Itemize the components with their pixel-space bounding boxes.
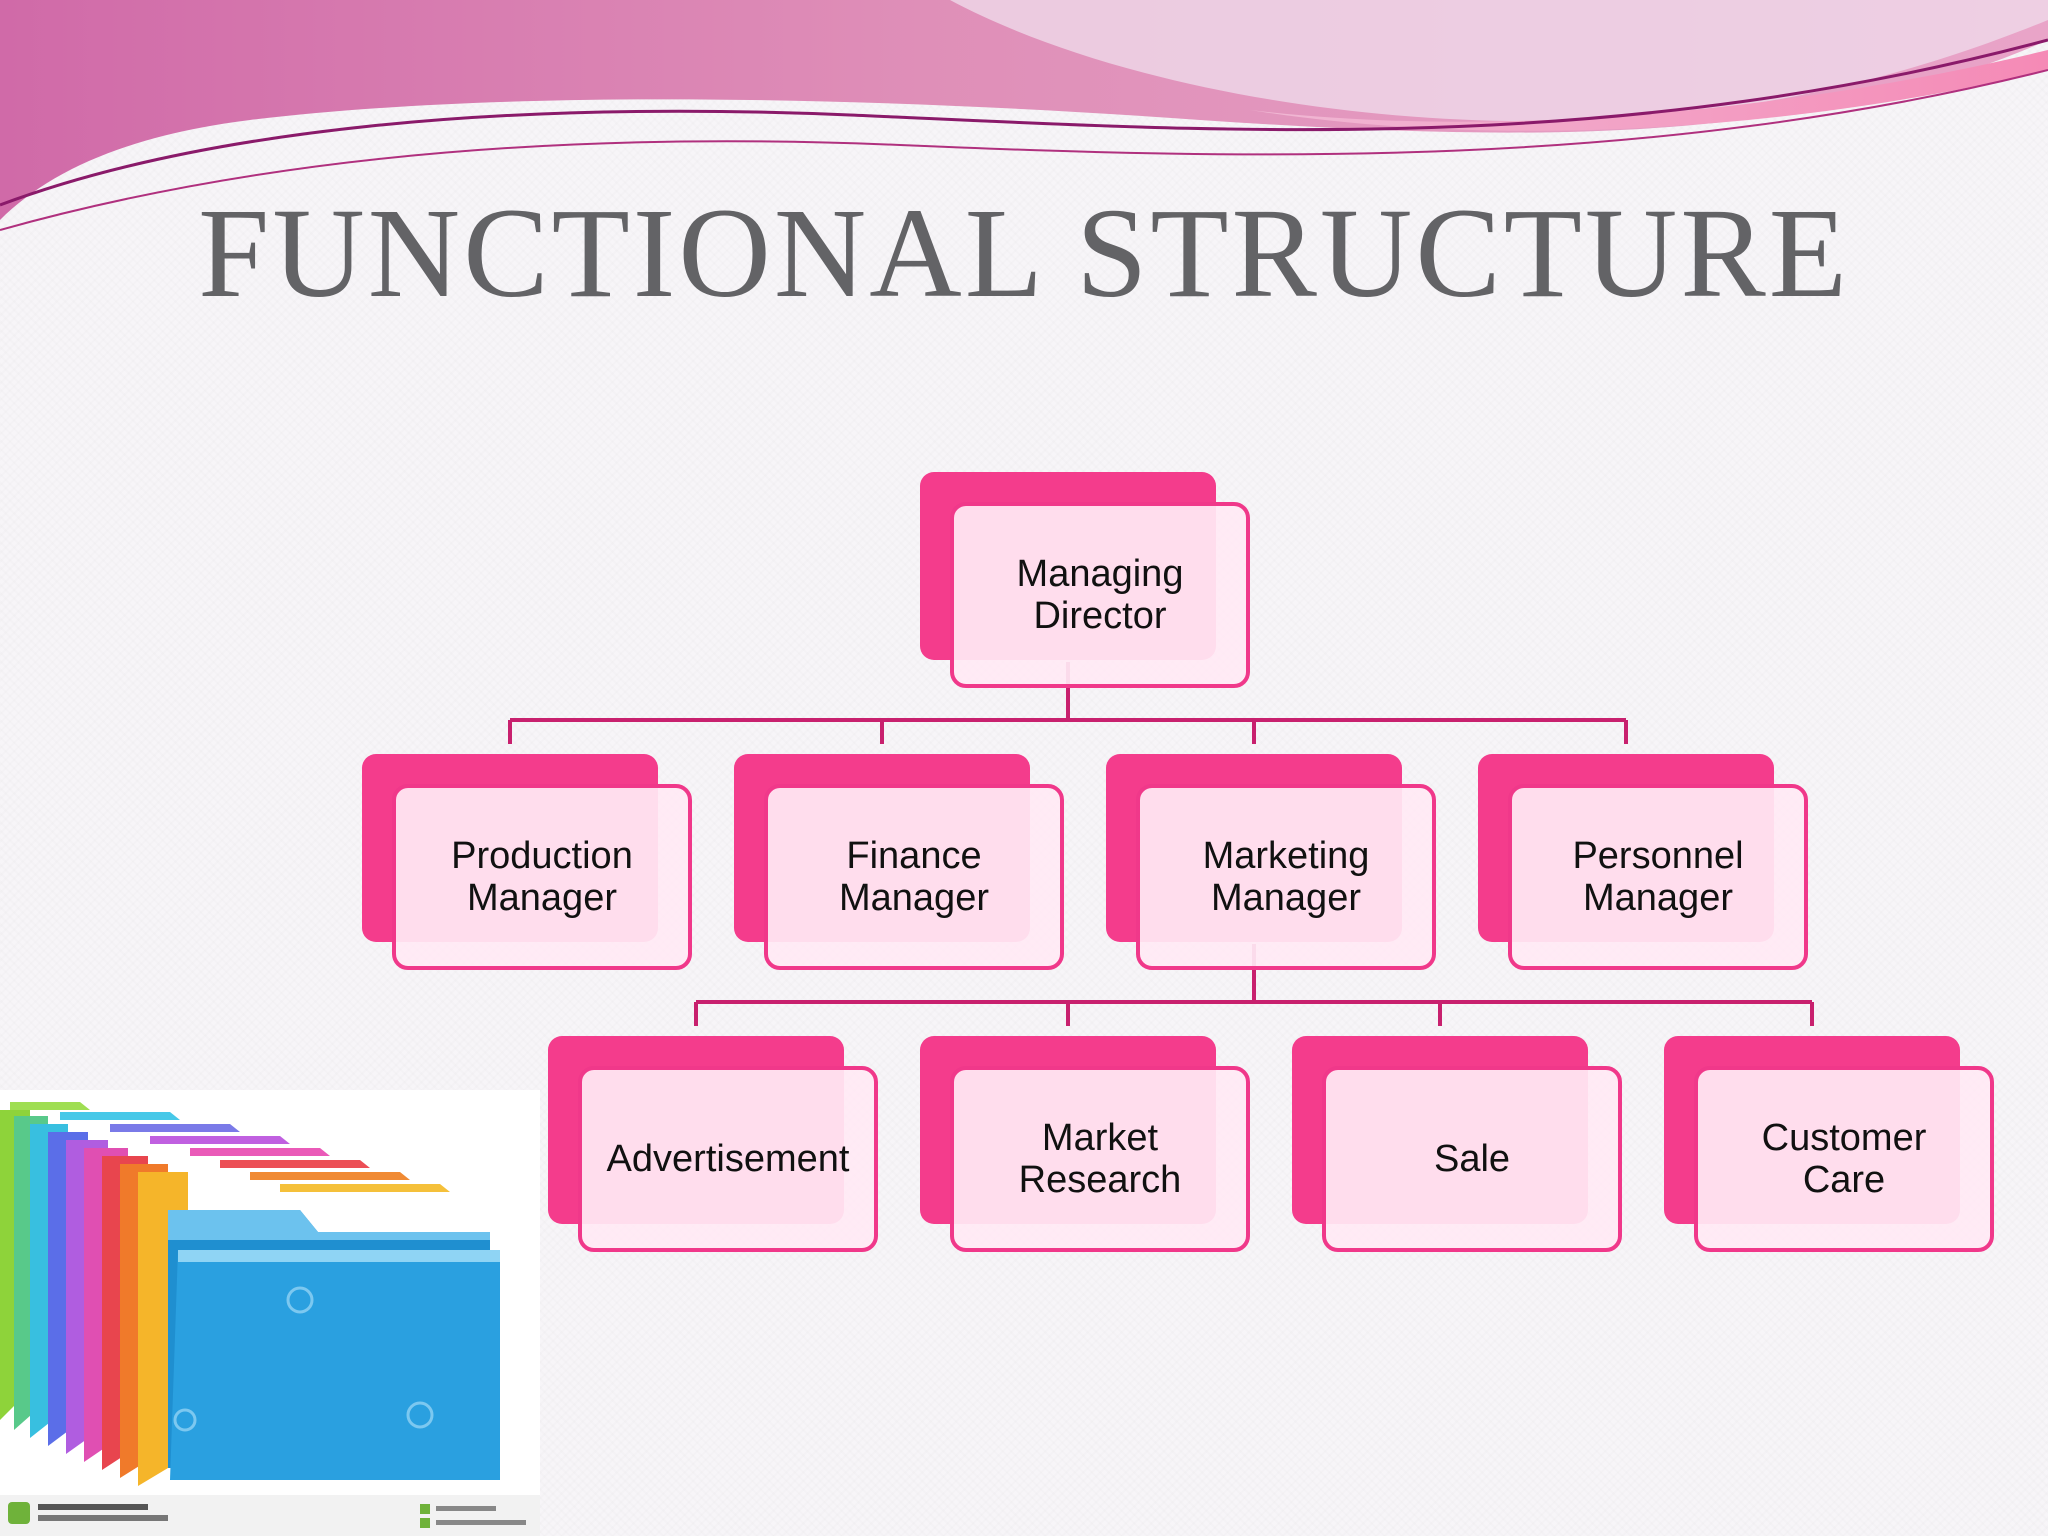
org-node-label: Personnel Manager bbox=[1572, 835, 1744, 919]
org-node-box: Customer Care bbox=[1694, 1066, 1994, 1252]
org-node-box: Sale bbox=[1322, 1066, 1622, 1252]
org-node-box: Personnel Manager bbox=[1508, 784, 1808, 970]
org-node-label: Advertisement bbox=[606, 1138, 850, 1180]
org-node-box: Advertisement bbox=[578, 1066, 878, 1252]
org-node-production-manager: Production Manager bbox=[362, 754, 698, 974]
org-node-sale: Sale bbox=[1292, 1036, 1628, 1256]
org-node-box: Marketing Manager bbox=[1136, 784, 1436, 970]
org-node-label: Marketing Manager bbox=[1202, 835, 1370, 919]
org-node-box: Production Manager bbox=[392, 784, 692, 970]
org-node-finance-manager: Finance Manager bbox=[734, 754, 1070, 974]
org-node-box: Market Research bbox=[950, 1066, 1250, 1252]
org-node-label: Finance Manager bbox=[839, 835, 989, 919]
org-node-label: Sale bbox=[1433, 1138, 1511, 1180]
slide-title: FUNCTIONAL STRUCTURE bbox=[198, 182, 1850, 324]
org-node-label: Production Manager bbox=[451, 835, 633, 919]
org-node-box: Finance Manager bbox=[764, 784, 1064, 970]
org-node-advertisement: Advertisement bbox=[548, 1036, 884, 1256]
header-wave-decoration bbox=[0, 0, 2048, 231]
org-node-customer-care: Customer Care bbox=[1664, 1036, 2000, 1256]
org-node-market-research: Market Research bbox=[920, 1036, 1256, 1256]
org-node-label: Managing Director bbox=[1016, 553, 1184, 637]
org-node-label: Market Research bbox=[1018, 1117, 1182, 1201]
folders-icon bbox=[0, 1090, 540, 1536]
org-node-box: Managing Director bbox=[950, 502, 1250, 688]
org-node-label: Customer Care bbox=[1761, 1117, 1927, 1201]
org-node-marketing-manager: Marketing Manager bbox=[1106, 754, 1442, 974]
org-node-personnel-manager: Personnel Manager bbox=[1478, 754, 1814, 974]
org-node-managing-director: Managing Director bbox=[920, 472, 1256, 692]
